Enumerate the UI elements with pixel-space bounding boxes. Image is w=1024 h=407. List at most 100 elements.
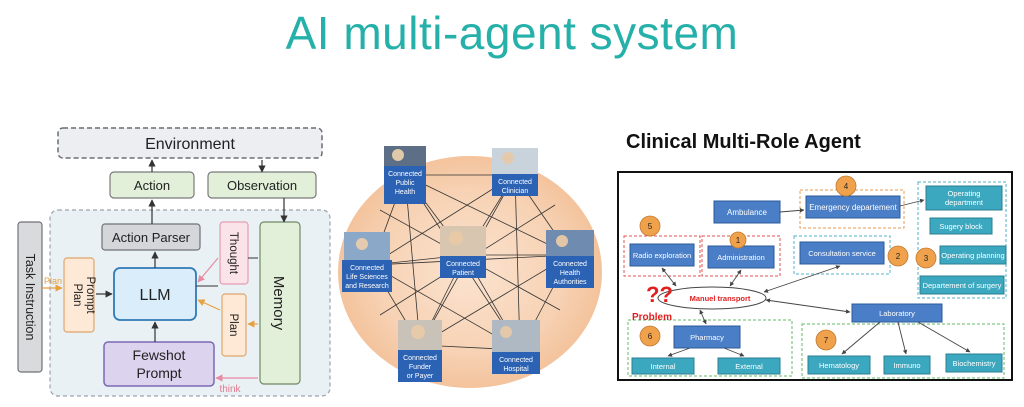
- patient-line2: Patient: [452, 270, 474, 277]
- immuno-box: [883, 355, 931, 375]
- health-authorities-line1: Connected: [553, 261, 587, 268]
- radio-label: Radio exploration: [633, 251, 691, 260]
- observation-label: Observation: [227, 178, 297, 193]
- ambulance-label: Ambulance: [727, 208, 768, 217]
- external-box: [717, 357, 781, 375]
- svg-text:1: 1: [736, 236, 741, 245]
- node-health-authorities: Connected Health Authorities: [546, 230, 594, 288]
- plan-to-llm-arrow: [197, 299, 221, 311]
- memory-label: Memory: [270, 276, 287, 331]
- radio-box: [629, 243, 695, 267]
- manual-transport-hub: [657, 286, 767, 310]
- svg-text:4: 4: [844, 182, 849, 191]
- clinical-arrows: [661, 198, 971, 357]
- internal-label: Internal: [650, 362, 675, 371]
- think-label: think: [219, 384, 241, 395]
- svg-text:6: 6: [648, 332, 653, 341]
- thought-box: [219, 221, 249, 285]
- environment-label: Environment: [145, 136, 235, 153]
- node-hospital: Connected Hospital: [492, 320, 540, 374]
- hospital-photo: [492, 320, 540, 352]
- hospital-line1: Connected: [499, 357, 533, 364]
- surgery-block-box: [929, 217, 993, 235]
- health-authorities-line2: Health: [560, 270, 580, 277]
- operating-department-line1: Operating: [948, 189, 981, 198]
- clinician-tag: [492, 174, 538, 196]
- pharmacy-label: Pharmacy: [690, 333, 724, 342]
- surgery-group: [917, 181, 1007, 299]
- memory-box: [259, 221, 301, 385]
- operating-planning-box: [939, 245, 1007, 265]
- operating-department-line2: department: [945, 198, 984, 207]
- emergency-box: [805, 195, 901, 219]
- public-health-photo: [384, 146, 426, 166]
- connected-health-network: Connected Public Health Connected Clinic…: [338, 146, 602, 388]
- public-health-line3: Health: [395, 189, 415, 196]
- pharmacy-box: [673, 325, 741, 349]
- funder-tag: [398, 350, 442, 382]
- hospital-line2: Hospital: [503, 366, 529, 373]
- public-health-tag: [384, 166, 426, 204]
- consultation-box: [799, 241, 885, 265]
- administration-label: Administration: [717, 253, 765, 262]
- operating-department-box: [925, 185, 1003, 211]
- llm-label: LLM: [139, 287, 170, 304]
- emergency-label: Emergency departement: [809, 203, 897, 212]
- environment-box: [57, 127, 323, 159]
- fewshot-label-2: Prompt: [136, 365, 181, 381]
- fewshot-prompt-box: [103, 341, 215, 387]
- badge-2: 2: [887, 245, 909, 267]
- badge-5: 5: [639, 215, 661, 237]
- task-instruction-label: Task Instruction: [23, 254, 37, 341]
- clinical-multi-role-diagram: Clinical Multi-Role Agent Ambulance Emer…: [617, 131, 1013, 381]
- action-label: Action: [134, 178, 170, 193]
- radio-group: [623, 235, 701, 277]
- svg-text:7: 7: [824, 336, 829, 345]
- consultation-label: Consultation service: [808, 249, 876, 258]
- laboratory-label: Laboratory: [879, 309, 915, 318]
- node-life-sciences: Connected Life Sciences and Research: [342, 232, 392, 292]
- node-patient: Connected Patient: [440, 226, 486, 278]
- external-label: External: [735, 362, 763, 371]
- department-surgery-label: Departement of surgery: [923, 281, 1002, 290]
- funder-line2: Funder: [409, 364, 432, 371]
- funder-line1: Connected: [403, 355, 437, 362]
- life-sciences-line1: Connected: [350, 265, 384, 272]
- health-authorities-tag: [546, 256, 594, 288]
- immuno-label: Immuno: [893, 361, 920, 370]
- hospital-tag: [492, 352, 540, 374]
- problem-label: Problem: [632, 312, 672, 323]
- page-title: AI multi-agent system: [285, 7, 739, 59]
- patient-line1: Connected: [446, 261, 480, 268]
- public-health-line2: Public: [395, 180, 415, 187]
- plan-prompt-box: [63, 257, 95, 333]
- biochemistry-label: Biochemistry: [953, 359, 996, 368]
- surgery-block-label: Sugery block: [939, 222, 983, 231]
- fewshot-label-1: Fewshot: [133, 347, 186, 363]
- funder-line3: or Payer: [407, 373, 434, 380]
- badge-7: 7: [815, 329, 837, 351]
- plan-prompt-label-2: Prompt: [84, 276, 96, 314]
- plan-label: Plan: [227, 313, 239, 336]
- manual-transport-label: Manuel transport: [690, 294, 751, 303]
- plan-prompt-label-1: Plan: [71, 283, 83, 306]
- clinician-line1: Connected: [498, 179, 532, 186]
- health-authorities-photo: [546, 230, 594, 256]
- task-instruction-box: [17, 221, 43, 373]
- laboratory-box: [851, 303, 943, 323]
- hematology-box: [807, 355, 871, 375]
- svg-text:3: 3: [924, 254, 929, 263]
- patient-tag: [440, 256, 486, 278]
- action-parser-box: [101, 223, 201, 251]
- patient-photo: [440, 226, 486, 256]
- question-marks: ??: [646, 282, 673, 307]
- health-authorities-line3: Authorities: [553, 279, 587, 286]
- badge-6: 6: [639, 325, 661, 347]
- life-sciences-line3: and Research: [345, 283, 389, 290]
- plan-box: [221, 293, 247, 357]
- badge-1: 1: [729, 231, 747, 249]
- thought-to-llm-arrow: [197, 257, 219, 283]
- agent-architecture-diagram: Environment Action Observation Task Inst…: [17, 127, 331, 397]
- internal-box: [631, 357, 695, 375]
